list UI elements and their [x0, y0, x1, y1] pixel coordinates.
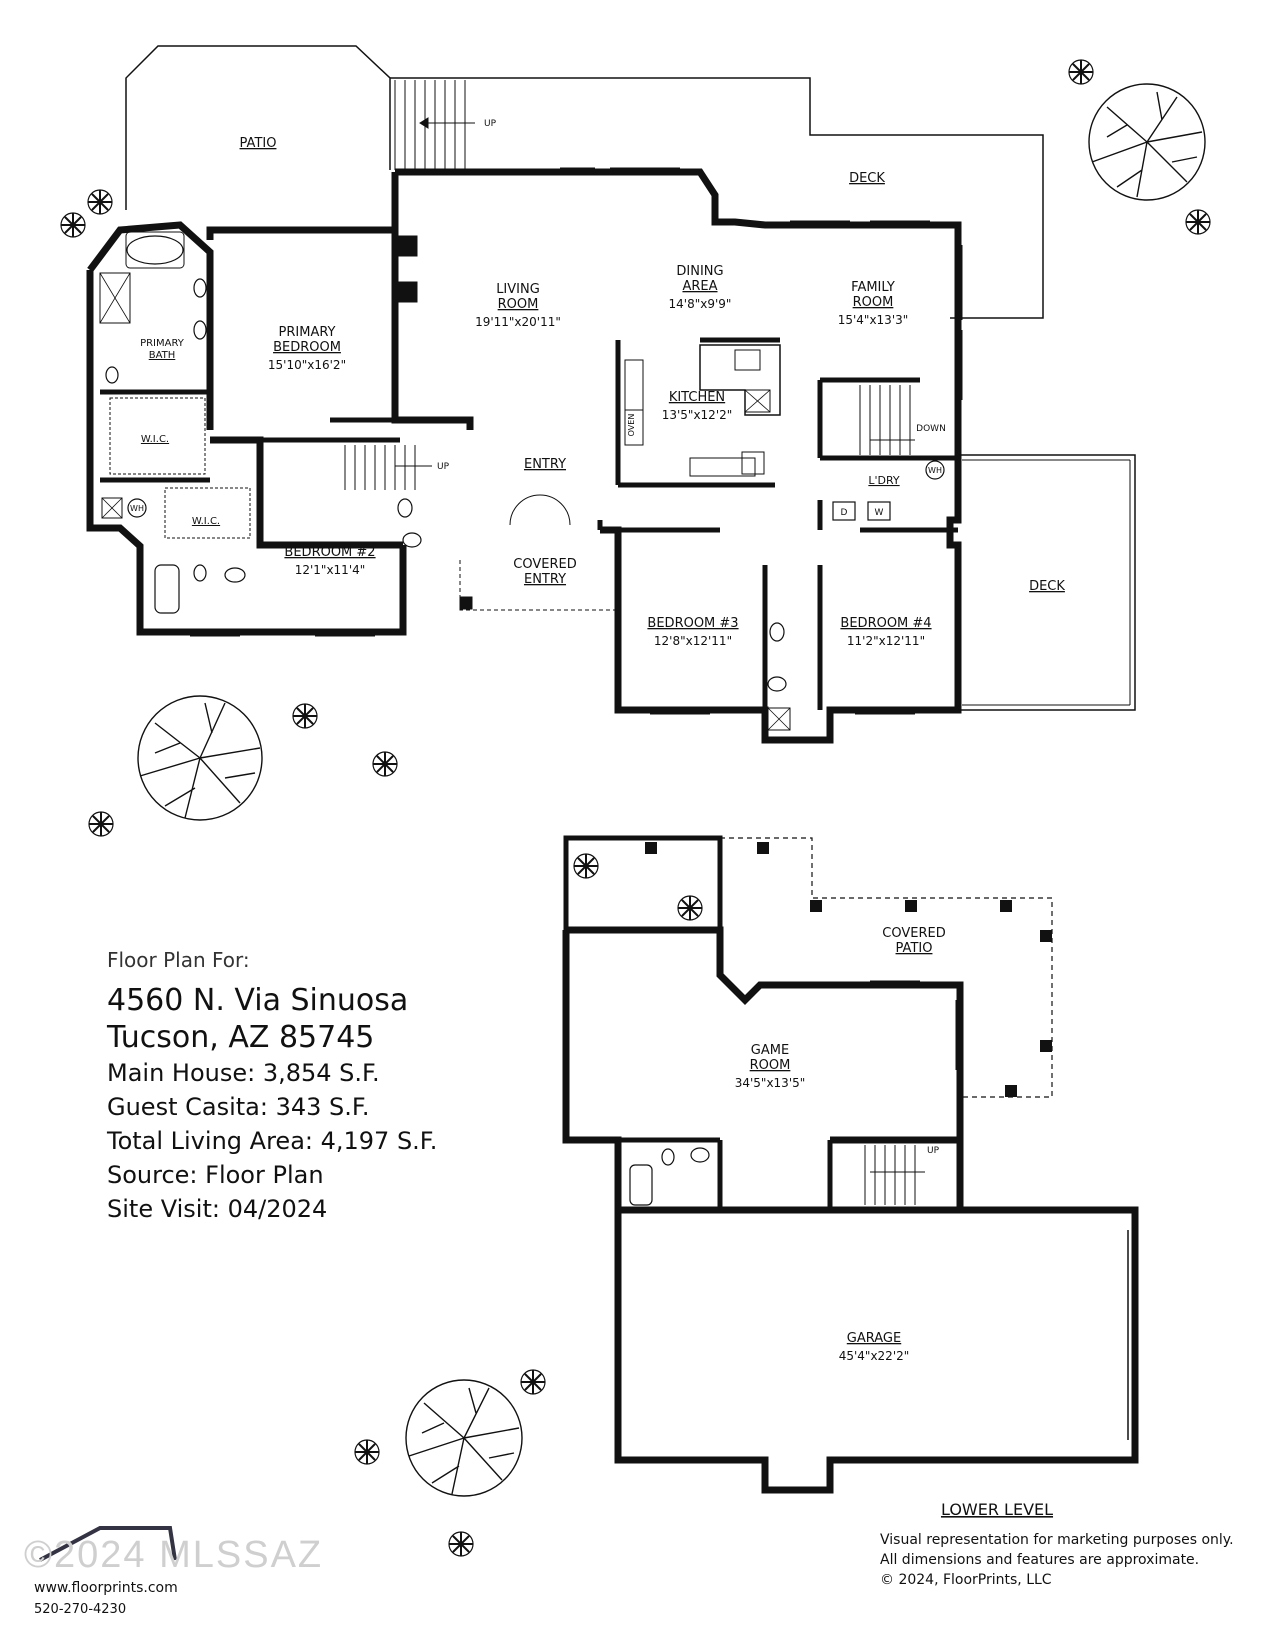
interior-walls: [100, 337, 958, 710]
large-tree-icon: [405, 1379, 523, 1497]
label-bed4-dim: 11'2"x12'11": [847, 634, 925, 648]
windows: [190, 167, 963, 715]
label-dryer: D: [841, 508, 848, 518]
label-covered-entry-1: COVERED: [513, 557, 576, 572]
source: Source: Floor Plan: [107, 1161, 324, 1189]
covered-entry-outline: [459, 560, 615, 611]
deck-right-outline: [958, 454, 1136, 711]
label-bed3: BEDROOM #3: [647, 616, 738, 631]
label-wh-1: WH: [130, 504, 144, 513]
label-game-2: ROOM: [750, 1058, 791, 1073]
label-covered-patio-2: PATIO: [896, 941, 933, 956]
label-primary-bed-1: PRIMARY: [279, 325, 336, 340]
label-wic-1: W.I.C.: [141, 434, 169, 445]
label-wh-2: WH: [928, 466, 942, 475]
label-deck-right: DECK: [1029, 579, 1065, 594]
interior-stairs: [344, 385, 915, 490]
game-room-walls: [562, 926, 964, 1210]
footer-brand: ©2024 MLSSAZ www.floorprints.com 520-270…: [24, 1504, 370, 1634]
label-bed3-dim: 12'8"x12'11": [654, 634, 732, 648]
disclaimer-line-1: Visual representation for marketing purp…: [880, 1532, 1234, 1548]
kitchen-island: [699, 344, 781, 416]
label-garage-dim: 45'4"x22'2": [839, 1349, 910, 1363]
lower-level-plan: [562, 835, 1139, 1494]
label-bed2: BEDROOM #2: [284, 545, 375, 560]
label-up-3: UP: [927, 1146, 940, 1156]
label-garage: GARAGE: [847, 1331, 901, 1346]
site-visit: Site Visit: 04/2024: [107, 1195, 328, 1223]
label-family-dim: 15'4"x13'3": [838, 313, 909, 327]
label-primary-bath-1: PRIMARY: [140, 338, 185, 349]
floorprints-logo: [39, 1526, 177, 1562]
label-washer: W: [875, 508, 884, 518]
garage-walls: [614, 1206, 1139, 1494]
address-line-2: Tucson, AZ 85745: [107, 1020, 375, 1055]
deck-outline: [390, 77, 1044, 319]
disclaimer-line-2: All dimensions and features are approxim…: [880, 1552, 1200, 1568]
label-living-dim: 19'11"x20'11": [475, 315, 561, 329]
label-lower-level: LOWER LEVEL: [941, 1500, 1053, 1519]
label-family-1: FAMILY: [851, 280, 895, 295]
label-oven: OVEN: [627, 414, 636, 437]
label-laundry: L'DRY: [868, 474, 900, 487]
label-bed4: BEDROOM #4: [840, 616, 931, 631]
landscape-plants-lower: [354, 853, 703, 1557]
label-dining-1: DINING: [676, 264, 723, 279]
label-up-1: UP: [484, 119, 497, 129]
label-game-dim: 34'5"x13'5": [735, 1076, 806, 1090]
copyright: © 2024, FloorPrints, LLC: [880, 1572, 1052, 1588]
label-primary-bed-dim: 15'10"x16'2": [268, 358, 346, 372]
label-down: DOWN: [916, 424, 946, 434]
label-living-2: ROOM: [498, 297, 539, 312]
label-covered-patio-1: COVERED: [882, 926, 945, 941]
property-info: Floor Plan For: 4560 N. Via Sinuosa Tucs…: [107, 948, 587, 1226]
label-deck-top: DECK: [849, 171, 885, 186]
large-tree-icon: [1088, 83, 1206, 201]
phone-number: 520-270-4230: [34, 1602, 127, 1617]
label-game-1: GAME: [751, 1043, 789, 1058]
primary-shower: [99, 272, 131, 324]
disclaimer: Visual representation for marketing purp…: [880, 1530, 1270, 1590]
label-kitchen-dim: 13'5"x12'2": [662, 408, 733, 422]
watermark: ©2024 MLSSAZ: [24, 1534, 324, 1576]
total-living-area: Total Living Area: 4,197 S.F.: [107, 1127, 438, 1155]
label-entry: ENTRY: [524, 457, 566, 472]
label-dining-2: AREA: [682, 279, 717, 294]
main-house-area: Main House: 3,854 S.F.: [107, 1059, 380, 1087]
label-bed2-dim: 12'1"x11'4": [295, 563, 366, 577]
large-tree-icon: [137, 695, 263, 821]
primary-tub: [126, 235, 184, 265]
fireplace: [394, 235, 418, 257]
label-patio: PATIO: [240, 136, 277, 151]
covered-patio-outline: [720, 837, 1053, 1098]
label-dining-dim: 14'8"x9'9": [669, 297, 732, 311]
label-kitchen: KITCHEN: [669, 390, 725, 405]
landscape-plants-upper: [60, 59, 1211, 837]
patio-outline: [125, 45, 391, 210]
website-link[interactable]: www.floorprints.com: [34, 1580, 178, 1596]
label-up-2: UP: [437, 462, 450, 472]
deck-stairs: [394, 80, 475, 170]
label-family-2: ROOM: [853, 295, 894, 310]
info-intro: Floor Plan For:: [107, 948, 250, 972]
label-covered-entry-2: ENTRY: [524, 572, 566, 587]
label-primary-bed-2: BEDROOM: [273, 340, 341, 355]
exterior-walls: [86, 168, 962, 744]
label-wic-2: W.I.C.: [192, 516, 220, 527]
room-labels: PATIO DECK LIVING ROOM 19'11"x20'11" DIN…: [130, 119, 1065, 1519]
label-living-1: LIVING: [496, 282, 540, 297]
upper-level-plan: [86, 45, 1136, 744]
guest-casita-area: Guest Casita: 343 S.F.: [107, 1093, 370, 1121]
label-primary-bath-2: BATH: [149, 350, 176, 361]
address-line-1: 4560 N. Via Sinuosa: [107, 983, 409, 1018]
